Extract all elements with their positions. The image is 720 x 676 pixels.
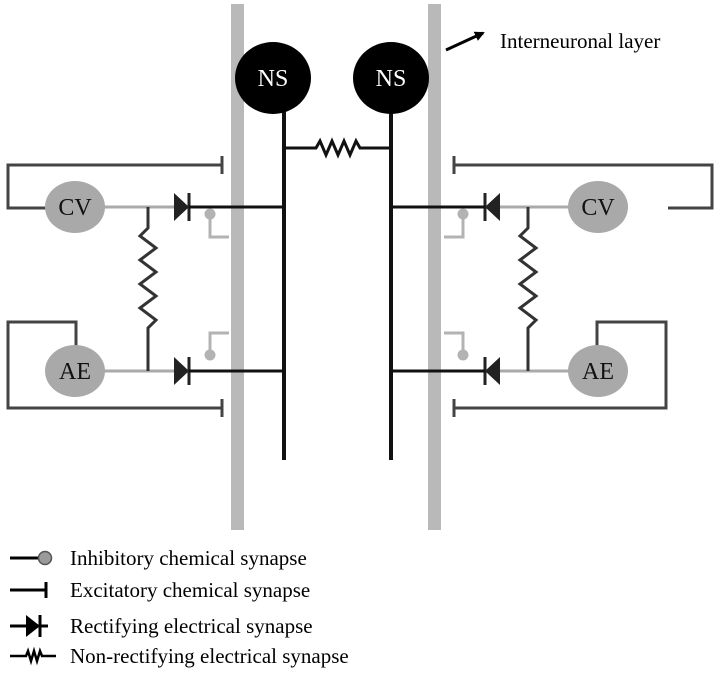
inhibitory-terminal-upper-left: [204, 208, 216, 220]
inhibitory-synapse-upper-left: [208, 214, 229, 239]
neuron-ae-left: AE: [45, 345, 105, 397]
non-rectifying-electrical-synapse-icon: [10, 646, 56, 666]
inhibitory-synapse-upper-right: [444, 214, 465, 239]
excitatory-synapse-ae-left: [6, 320, 222, 410]
neuron-cv-left: CV: [45, 181, 105, 233]
ns-right-label: NS: [376, 66, 407, 92]
non-rectifying-synapse-ns: [284, 137, 391, 159]
rectifying-synapse-ae-left: [174, 357, 189, 385]
inhibitory-chemical-synapse-icon: [10, 550, 53, 566]
inhibitory-terminal-lower-right: [457, 349, 469, 361]
rectifying-electrical-synapse-icon: [10, 615, 48, 637]
interneuronal-layer-label: Interneuronal layer: [500, 29, 660, 53]
ns-left-label: NS: [258, 66, 289, 92]
excitatory-synapse-cv-left: [6, 163, 222, 210]
excitatory-chemical-synapse-icon: [10, 582, 48, 598]
inhibitory-terminal-lower-left: [204, 349, 216, 361]
non-rectifying-synapse-cv-ae-left: [137, 207, 159, 371]
legend-label: Rectifying electrical synapse: [70, 614, 313, 638]
legend-item: Rectifying electrical synapse: [10, 614, 313, 638]
rectifying-synapse-cv-left: [174, 193, 189, 221]
excitatory-synapse-ae-right: [454, 320, 668, 410]
rectifying-synapse-cv-right: [485, 193, 500, 221]
cv-left-label: CV: [58, 195, 92, 221]
ae-right-label: AE: [582, 359, 614, 385]
neuron-ns-right: NS: [353, 42, 429, 114]
interneuronal-layer-left: [231, 4, 244, 530]
legend-label: Non-rectifying electrical synapse: [70, 644, 349, 668]
legend-item: Excitatory chemical synapse: [10, 578, 310, 602]
inhibitory-synapse-lower-left: [208, 331, 229, 355]
legend-label: Excitatory chemical synapse: [70, 578, 310, 602]
legend-label: Inhibitory chemical synapse: [70, 546, 307, 570]
excitatory-synapse-cv-right: [454, 163, 714, 210]
legend-item: Non-rectifying electrical synapse: [10, 644, 349, 668]
legend: Inhibitory chemical synapse Excitatory c…: [10, 546, 349, 668]
rectifying-synapse-ae-right: [485, 357, 500, 385]
cv-right-label: CV: [581, 195, 615, 221]
neuron-cv-right: CV: [568, 181, 628, 233]
interneuronal-layer-right: [428, 4, 441, 530]
inhibitory-synapse-lower-right: [444, 331, 465, 355]
legend-item: Inhibitory chemical synapse: [10, 546, 307, 570]
neuron-ns-left: NS: [235, 42, 311, 114]
non-rectifying-synapse-cv-ae-right: [517, 207, 539, 371]
neuron-ae-right: AE: [568, 345, 628, 397]
annotation-arrow: [445, 31, 485, 52]
inhibitory-terminal-upper-right: [457, 208, 469, 220]
ae-left-label: AE: [59, 359, 91, 385]
